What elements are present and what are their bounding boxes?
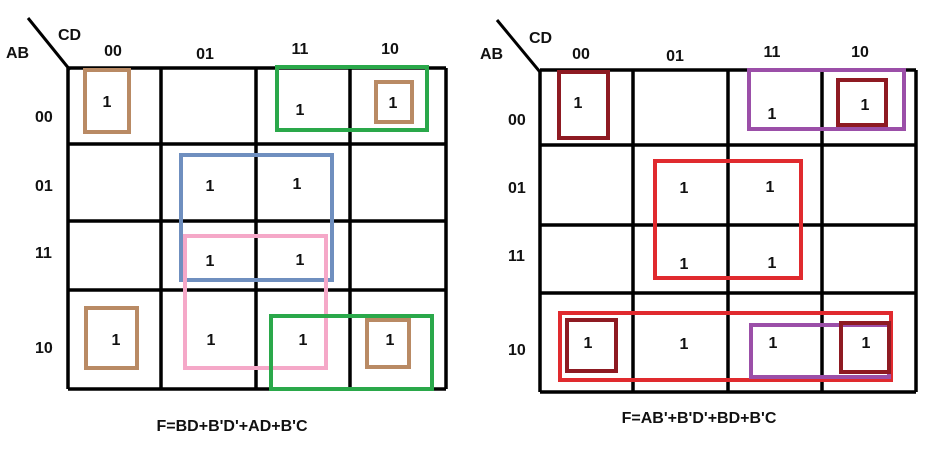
kmap-left-grid (66, 66, 448, 391)
kmap-right: CD AB 00 01 11 10 00 01 11 10 (480, 19, 918, 427)
group-bd-corner (374, 80, 414, 124)
kmap-right-cell: 1 (768, 106, 777, 123)
kmap-right-cell: 1 (574, 95, 583, 112)
kmap-right-col-label: 01 (666, 48, 684, 65)
kmap-left-row-label: 00 (35, 109, 53, 126)
kmap-right-row-label: 01 (508, 180, 526, 197)
kmap-left-row-var: AB (6, 45, 29, 62)
kmap-left-col-var: CD (58, 27, 81, 44)
group-bd-corner (84, 306, 139, 370)
group-bd-corner (365, 318, 411, 369)
kmap-left-row-label: 01 (35, 178, 53, 195)
kmap-left-formula: F=BD+B'D'+AD+B'C (157, 418, 308, 435)
kmap-left-col-label: 11 (292, 41, 309, 58)
kmap-right-groups (557, 68, 906, 382)
group-bc-top (747, 68, 906, 131)
kmap-left-diagonal (26, 17, 72, 71)
kmap-right-cell: 1 (680, 180, 689, 197)
kmap-left-cell: 1 (206, 253, 215, 270)
kmap-right-row-var: AB (480, 46, 503, 63)
kmap-left-groups (83, 65, 434, 391)
group-ad (183, 234, 328, 370)
kmap-left-cell: 1 (112, 332, 121, 349)
kmap-right-col-var: CD (529, 30, 552, 47)
kmap-right-row-label: 10 (508, 342, 526, 359)
group-bd (179, 153, 334, 282)
kmap-left-cell: 1 (299, 332, 308, 349)
kmap-left-cell: 1 (103, 94, 112, 111)
kmap-left-cell: 1 (207, 332, 216, 349)
kmap-right-row-label: 11 (508, 248, 525, 265)
kmap-right-cell: 1 (680, 336, 689, 353)
group-bd-corner (836, 78, 888, 127)
kmap-left-cell: 1 (386, 332, 395, 349)
kmap-right-cell: 1 (862, 335, 871, 352)
kmap-right-cell: 1 (769, 335, 778, 352)
kmap-right-cell: 1 (766, 179, 775, 196)
group-bd-corner (839, 321, 891, 374)
group-bd-corner (557, 70, 610, 140)
kmap-right-cell: 1 (584, 335, 593, 352)
kmap-left-row-label: 10 (35, 340, 53, 357)
kmap-right-formula: F=AB'+B'D'+BD+B'C (622, 410, 777, 427)
kmap-left-col-label: 10 (381, 41, 399, 58)
kmap-right-cells: 1 1 1 1 1 1 1 1 1 1 1 (574, 95, 871, 353)
group-bd-corner (83, 68, 131, 134)
group-bd-corner (565, 318, 618, 373)
kmap-left: CD AB 00 01 11 10 00 01 11 10 (6, 17, 448, 435)
kmap-left-col-label: 01 (196, 46, 214, 63)
kmap-right-col-label: 00 (572, 46, 590, 63)
kmap-right-cell: 1 (680, 256, 689, 273)
kmap-left-col-label: 00 (104, 43, 122, 60)
kmap-right-grid (538, 68, 918, 394)
kmap-left-cells: 1 1 1 1 1 1 1 1 1 1 1 (103, 94, 398, 349)
kmap-right-col-label: 10 (851, 44, 869, 61)
group-bd (653, 159, 803, 280)
kmap-right-cell: 1 (861, 97, 870, 114)
kmap-right-diagonal (495, 19, 542, 73)
kmap-right-cell: 1 (768, 255, 777, 272)
group-bc-bottom (269, 314, 434, 391)
kmap-left-cell: 1 (296, 252, 305, 269)
kmap-left-cell: 1 (293, 176, 302, 193)
kmap-left-cell: 1 (206, 178, 215, 195)
group-bc-top (275, 65, 429, 132)
kmap-left-row-label: 11 (35, 245, 52, 262)
kmap-right-col-label: 11 (764, 44, 781, 61)
kmap-left-cell: 1 (296, 102, 305, 119)
kmap-left-cell: 1 (389, 95, 398, 112)
kmap-right-row-label: 00 (508, 112, 526, 129)
